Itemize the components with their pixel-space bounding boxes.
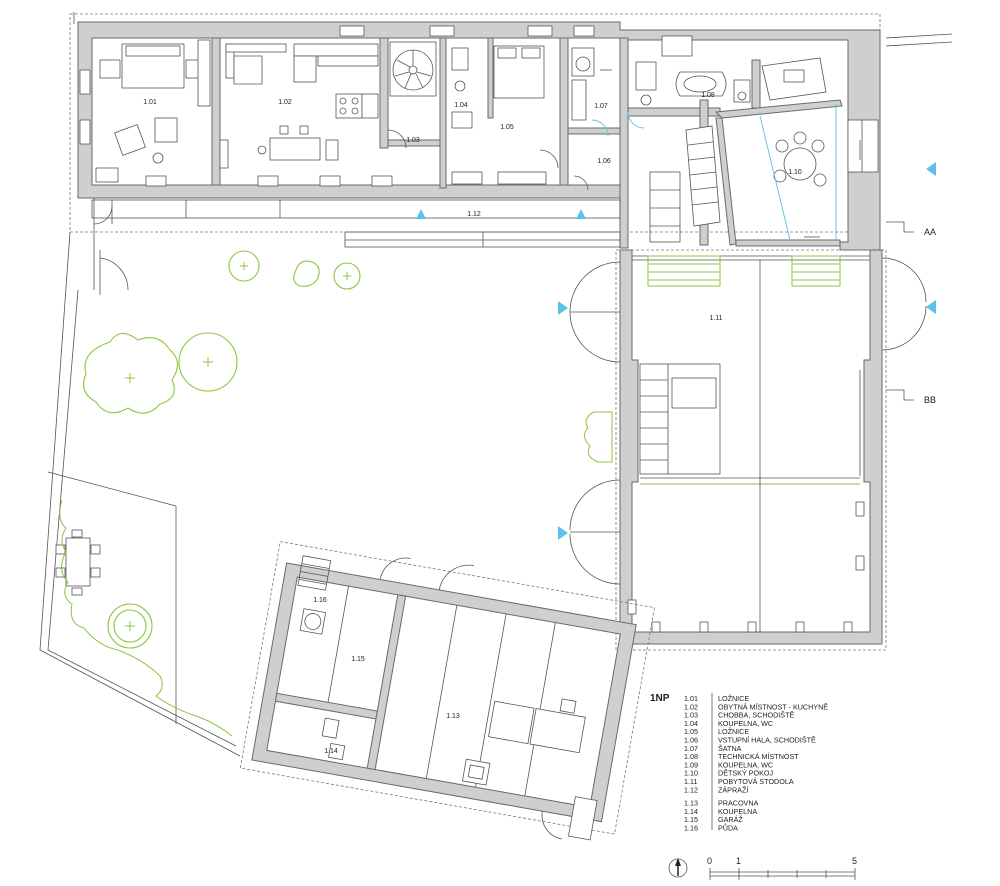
legend-code: 1.10	[684, 769, 698, 778]
room-label-1-11: 1.11	[709, 315, 722, 322]
furniture-107	[571, 47, 612, 121]
section-mark-aa: AA	[924, 227, 936, 237]
legend-name: ZÁPRAŽÍ	[718, 785, 748, 794]
entrance-arrow	[558, 301, 568, 315]
furniture-102	[219, 43, 379, 169]
legend-name: POBYTOVÁ STODOLA	[718, 777, 794, 786]
large-shrub	[83, 332, 179, 414]
room-label-1-10: 1.10	[788, 169, 802, 176]
legend-name: TECHNICKÁ MÍSTNOST	[718, 752, 799, 761]
legend-name: LOŽNICE	[718, 727, 749, 736]
floor-label: 1NP	[650, 693, 670, 704]
legend-name: KOUPELNA, WC	[718, 719, 773, 728]
furniture-110	[759, 57, 861, 241]
furniture-101	[95, 39, 211, 183]
section-marks: AA BB	[886, 221, 936, 405]
room-label-1-04: 1.04	[454, 102, 468, 109]
legend-code: 1.03	[684, 711, 698, 720]
entrance-arrow	[926, 162, 936, 176]
legend-name: GARÁŽ	[718, 815, 743, 824]
entrance-arrows	[416, 162, 936, 540]
legend-name: CHOBBA, SCHODIŠTĚ	[718, 711, 794, 720]
legend-name: DĚTSKÝ POKOJ	[718, 769, 774, 778]
legend-name: KOUPELNA, WC	[718, 760, 773, 769]
entrance-arrow	[558, 526, 568, 540]
furniture-109	[635, 35, 751, 106]
legend-code: 1.15	[684, 815, 698, 824]
legend-code: 1.11	[684, 777, 697, 786]
room-label-1-13: 1.13	[446, 713, 460, 720]
section-mark-bb: BB	[924, 395, 936, 405]
room-label-1-15: 1.15	[351, 656, 365, 663]
entrance-arrow	[576, 209, 586, 219]
outbuilding-wall	[251, 562, 637, 823]
scale-label-1: 1	[736, 856, 741, 866]
entrance-arrow	[416, 209, 426, 219]
legend-code: 1.01	[684, 694, 698, 703]
legend-name: PŮDA	[718, 824, 738, 833]
room-label-1-07: 1.07	[594, 103, 608, 110]
main-house	[69, 13, 881, 295]
barn	[569, 249, 927, 651]
legend-name: PRACOVNA	[718, 799, 759, 808]
legend-name: OBYTNÁ MÍSTNOST - KUCHYNĚ	[718, 702, 828, 711]
legend-code: 1.16	[684, 824, 698, 833]
legend-code: 1.12	[684, 785, 698, 794]
room-label-1-01: 1.01	[143, 99, 157, 106]
legend-name: ŠATNA	[718, 744, 742, 753]
legend-name: VSTUPNÍ HALA, SCHODIŠTĚ	[718, 736, 816, 745]
legend-code: 1.08	[684, 752, 698, 761]
furniture-105	[451, 45, 547, 185]
barn-wall	[619, 249, 883, 645]
scale-label-5: 5	[852, 856, 857, 866]
stairs-106	[649, 125, 721, 243]
entrance-arrow	[926, 300, 936, 314]
room-label-1-03: 1.03	[406, 137, 420, 144]
scale-bar: 0 1 5	[707, 856, 857, 880]
legend-code: 1.13	[684, 799, 698, 808]
legend-code: 1.04	[684, 719, 698, 728]
legend-code: 1.14	[684, 807, 698, 816]
legend-code: 1.09	[684, 760, 698, 769]
spiral-stair-103	[389, 41, 437, 97]
room-label-1-05: 1.05	[500, 124, 514, 131]
legend-code: 1.06	[684, 736, 698, 745]
scale-label-0: 0	[707, 856, 712, 866]
legend-code: 1.02	[684, 702, 698, 711]
room-label-1-14: 1.14	[324, 748, 338, 755]
room-label-1-12: 1.12	[467, 211, 481, 218]
furniture-104	[451, 47, 473, 129]
legend-code: 1.05	[684, 727, 698, 736]
legend-name: LOŽNICE	[718, 694, 749, 703]
outbuilding	[239, 541, 655, 841]
legend-name: KOUPELNA	[718, 807, 757, 816]
room-label-1-06: 1.06	[597, 158, 611, 165]
room-label-1-16: 1.16	[313, 597, 327, 604]
room-label-1-08: 1.08	[701, 92, 715, 99]
legend-code: 1.07	[684, 744, 698, 753]
room-label-1-02: 1.02	[278, 99, 292, 106]
north-arrow	[668, 858, 688, 878]
garden	[39, 231, 361, 757]
